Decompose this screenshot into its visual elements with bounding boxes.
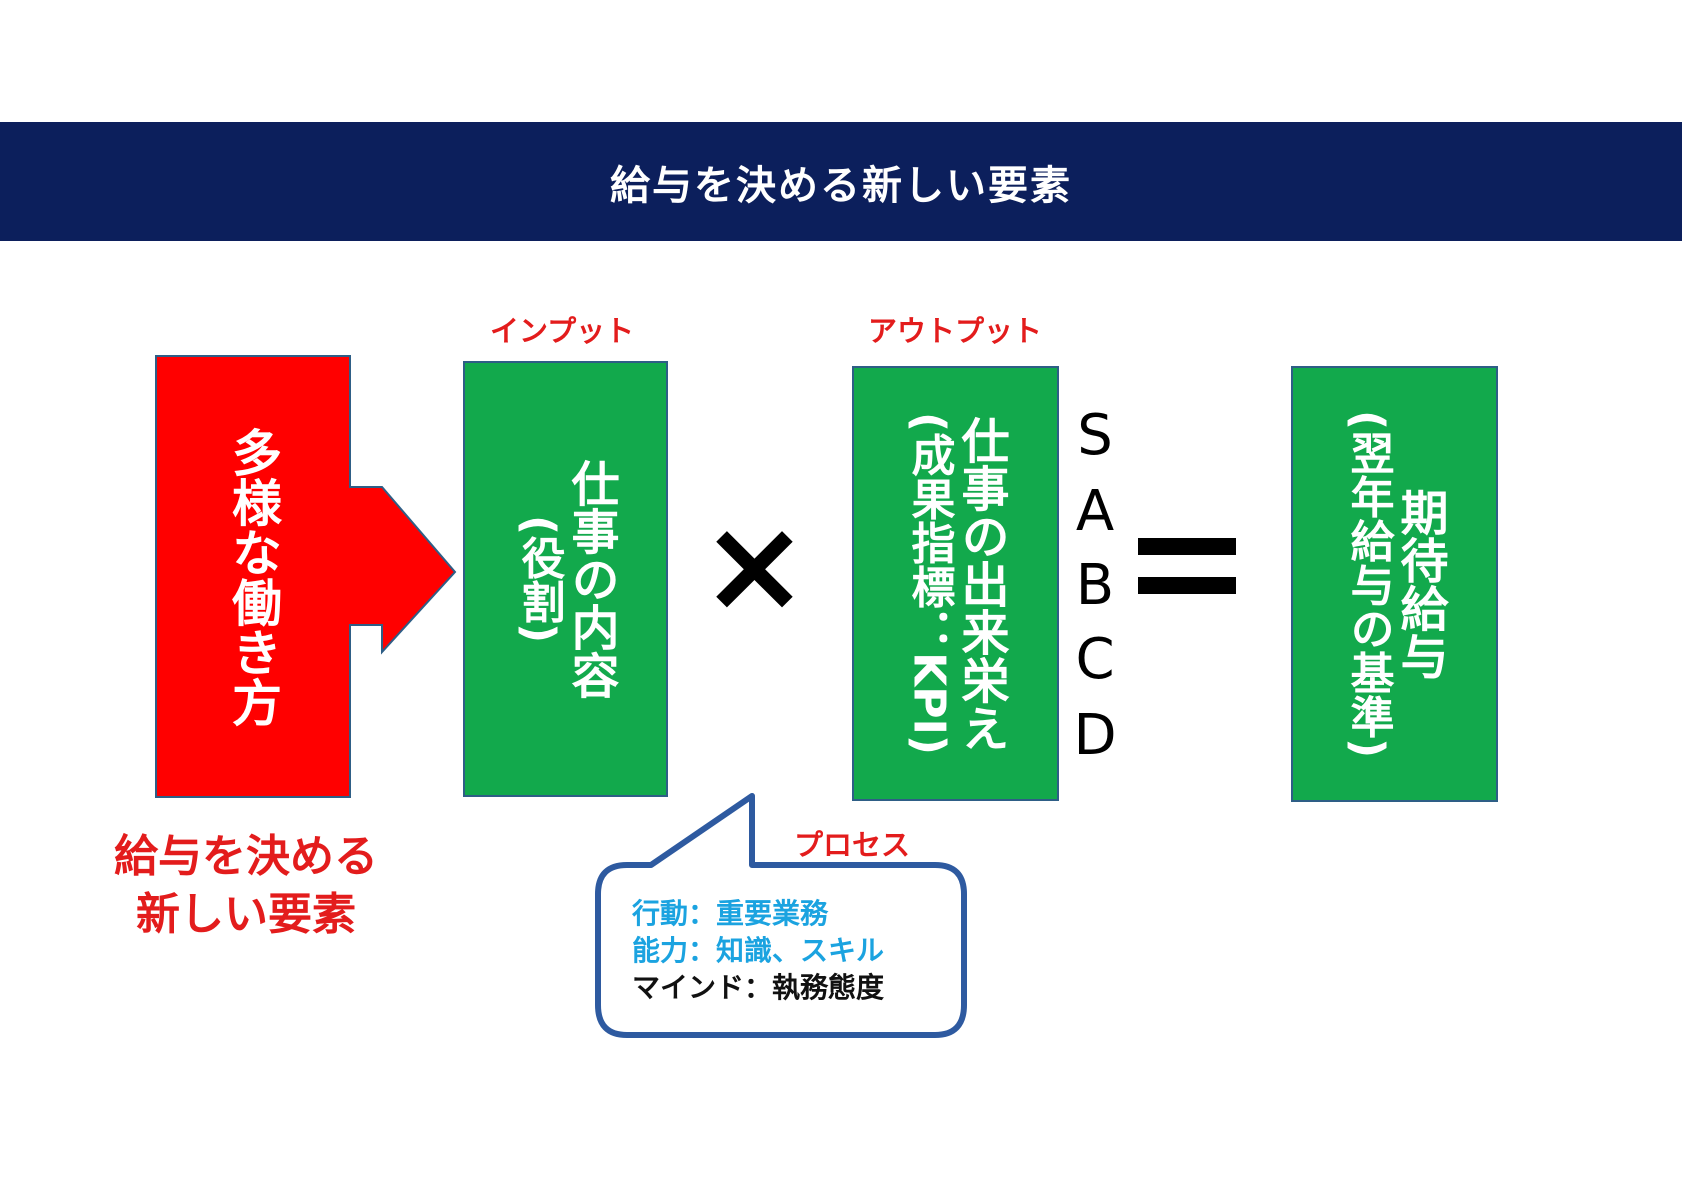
equals-bar-top [1138, 538, 1236, 555]
grade-c: C [1075, 627, 1115, 692]
grade-d: D [1073, 703, 1117, 768]
header-bar: 給与を決める新しい要素 [0, 122, 1682, 241]
caption-line-1: 給与を決める [114, 831, 378, 882]
input-box: 仕事の内容 (役割) [463, 361, 668, 797]
input-line-2: (役割) [513, 514, 565, 644]
output-line-1: 仕事の出来栄え [952, 415, 1009, 752]
result-line-1: 期待給与 [1391, 488, 1448, 680]
diverse-work-text: 多様な働き方 [224, 426, 282, 727]
grade-b: B [1075, 553, 1115, 618]
multiply-sign: × [700, 489, 809, 641]
page-title: 給与を決める新しい要素 [610, 162, 1072, 209]
input-label: インプット [490, 314, 635, 348]
diverse-work-box: 多様な働き方 [156, 356, 350, 797]
result-line-2: (翌年給与の基準) [1342, 409, 1394, 759]
equals-bar-bottom [1138, 577, 1236, 594]
bottom-caption: 給与を決める 新しい要素 [96, 828, 396, 944]
equals-sign [1138, 538, 1236, 594]
process-label: プロセス [794, 828, 911, 862]
output-box: 仕事の出来栄え (成果指標：KPI) [852, 366, 1059, 801]
process-items: 行動：重要業務 能力：知識、スキル マインド：執務態度 [632, 895, 884, 1006]
process-item-behavior: 行動：重要業務 [632, 897, 829, 930]
output-line-2: (成果指標：KPI) [903, 412, 955, 755]
process-bubble-shape [595, 793, 967, 1038]
output-label: アウトプット [868, 314, 1043, 348]
process-item-ability: 能力：知識、スキル [632, 934, 885, 967]
caption-line-2: 新しい要素 [136, 889, 356, 940]
result-box: 期待給与 (翌年給与の基準) [1291, 366, 1498, 802]
process-item-mind: マインド：執務態度 [632, 971, 885, 1004]
red-arrow-shape [155, 355, 457, 798]
grade-s: S [1077, 403, 1113, 468]
input-line-1: 仕事の内容 [562, 459, 619, 699]
grade-a: A [1075, 479, 1115, 544]
